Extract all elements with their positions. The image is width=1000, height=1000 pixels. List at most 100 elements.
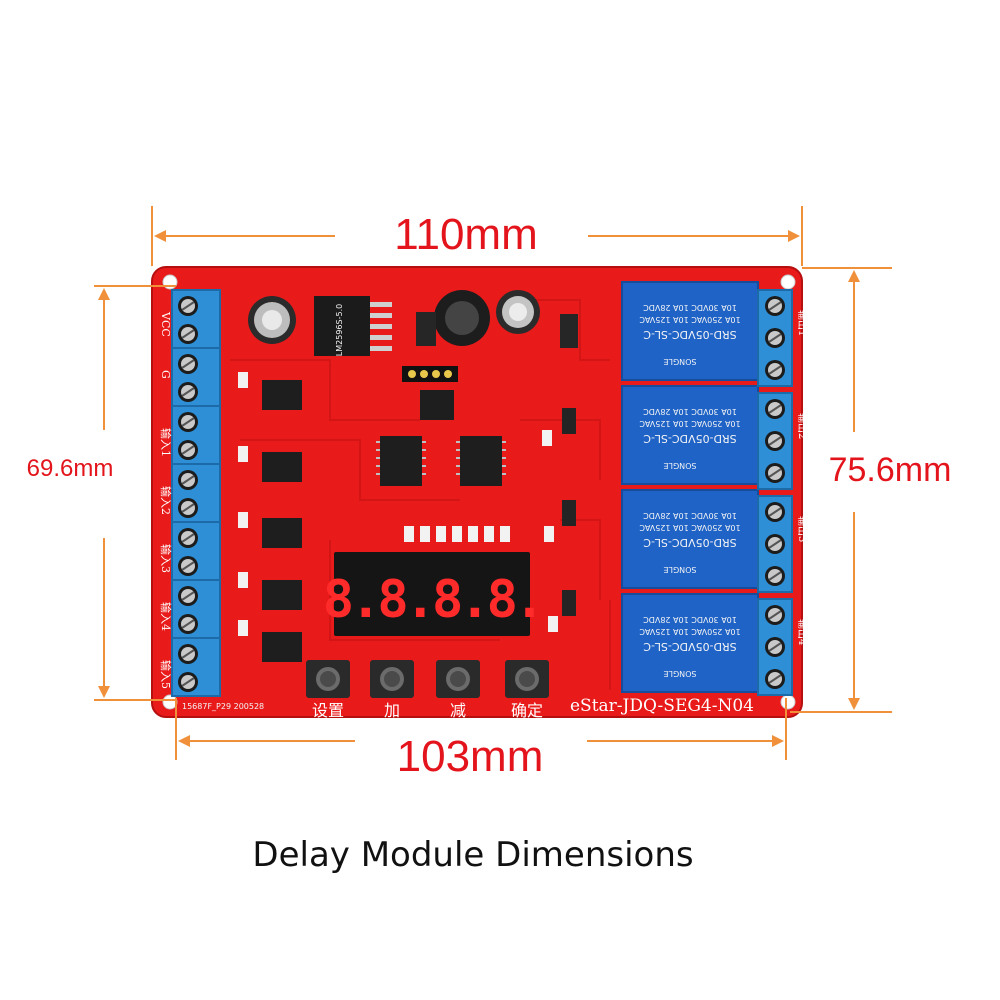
left-terminal-label: 输入4 [159, 602, 173, 631]
terminal-screw-icon [765, 360, 785, 380]
relay-brand: SONGLE [663, 669, 696, 678]
terminal-screw-icon [178, 296, 198, 316]
terminal-screw-icon [178, 498, 198, 518]
smd-components [238, 372, 576, 636]
header-pins [402, 366, 458, 382]
relay-model: SRD-05VDC-SL-C [643, 432, 737, 445]
voltage-regulator: LM2596S-5.0 [314, 296, 392, 356]
dimension-right-height: 75.6mm [829, 451, 952, 489]
terminal-screw-icon [178, 614, 198, 634]
relay-brand: SONGLE [663, 461, 696, 470]
terminal-screw-icon [765, 502, 785, 522]
smd-resistor [468, 526, 478, 542]
optocoupler [262, 380, 302, 410]
optocoupler [262, 518, 302, 548]
smd-resistor [238, 620, 248, 636]
terminal-screw-icon [178, 382, 198, 402]
right-terminal-label: 输出1 [796, 310, 809, 336]
smd-resistor [548, 616, 558, 632]
smd-resistor [238, 572, 248, 588]
relay-model: SRD-05VDC-SL-C [643, 536, 737, 549]
smd-resistor [500, 526, 510, 542]
button-label: 加 [384, 701, 400, 720]
display-digits: 8.8.8.8. [323, 570, 541, 630]
button-label: 确定 [511, 701, 543, 720]
terminal-screw-icon [765, 534, 785, 554]
terminal-screw-icon [178, 556, 198, 576]
integrated-circuits [376, 390, 506, 486]
terminal-screw-icon [178, 470, 198, 490]
relay-icon: SRD-05VDC-SL-C 10A 250VAC 10A 125VAC 10A 3… [621, 385, 759, 485]
relay-rating: 10A 250VAC 10A 125VAC [639, 315, 741, 324]
button-icon[interactable] [370, 660, 414, 698]
smd-resistor [452, 526, 462, 542]
optocoupler [262, 580, 302, 610]
dimension-bottom-width: 103mm [397, 732, 544, 781]
right-terminal-label: 输出4 [796, 619, 809, 645]
terminal-screw-icon [765, 296, 785, 316]
relay-rating: 10A 250VAC 10A 125VAC [639, 419, 741, 428]
transistor [562, 408, 576, 434]
caption-title: Delay Module Dimensions [252, 835, 693, 875]
smd-resistor [436, 526, 446, 542]
terminal-screw-icon [765, 669, 785, 689]
left-terminal-blocks [171, 289, 221, 697]
terminal-screw-icon [765, 463, 785, 483]
relay-model: SRD-05VDC-SL-C [643, 640, 737, 653]
smd-resistor [484, 526, 494, 542]
terminal-screw-icon [765, 399, 785, 419]
button-label: 设置 [312, 701, 344, 720]
diode [416, 312, 436, 346]
terminal-screw-icon [765, 637, 785, 657]
terminal-block [171, 637, 221, 697]
left-terminal-label: 输入3 [159, 544, 173, 573]
terminal-screw-icon [178, 412, 198, 432]
regulator-label: LM2596S-5.0 [335, 304, 344, 356]
smd-resistor [238, 512, 248, 528]
terminal-screw-icon [178, 672, 198, 692]
transistor [562, 500, 576, 526]
relay-rating: 10A 250VAC 10A 125VAC [639, 523, 741, 532]
dimension-lines [94, 206, 892, 760]
terminal-screw-icon [765, 328, 785, 348]
smd-resistor [420, 526, 430, 542]
left-terminal-label: 输入2 [159, 486, 173, 515]
relay-column: SRD-05VDC-SL-C 10A 250VAC 10A 125VAC 10A 3… [621, 281, 759, 693]
smd-resistor [238, 446, 248, 462]
relay-brand: SONGLE [663, 357, 696, 366]
optocoupler [262, 452, 302, 482]
relay-rating: 10A 30VDC 10A 28VDC [643, 407, 737, 416]
relay-rating: 10A 30VDC 10A 28VDC [643, 511, 737, 520]
seven-segment-display: 8.8.8.8. [323, 552, 545, 636]
capacitor-icon [496, 290, 540, 334]
relay-model: SRD-05VDC-SL-C [643, 328, 737, 341]
button-icon[interactable] [505, 660, 549, 698]
button-icon[interactable] [436, 660, 480, 698]
inductor [434, 290, 490, 346]
capacitor-icon [248, 296, 296, 344]
optocoupler [262, 632, 302, 662]
smd-resistor [238, 372, 248, 388]
terminal-screw-icon [178, 644, 198, 664]
terminal-screw-icon [178, 440, 198, 460]
diode [560, 314, 578, 348]
transistor [562, 590, 576, 616]
terminal-screw-icon [178, 586, 198, 606]
smd-resistor [544, 526, 554, 542]
board-serial-text: 15687F_P29 200528 [182, 702, 264, 711]
optocouplers [262, 380, 302, 662]
board-model-text: eStar-JDQ-SEG4-N04 [570, 696, 754, 716]
dimension-left-height: 69.6mm [27, 455, 114, 482]
relay-icon: SRD-05VDC-SL-C 10A 250VAC 10A 125VAC 10A 3… [621, 489, 759, 589]
smd-resistor [404, 526, 414, 542]
terminal-screw-icon [178, 354, 198, 374]
left-terminal-label: 输入1 [159, 428, 173, 457]
button-icon[interactable] [306, 660, 350, 698]
left-terminal-label: VCC [159, 311, 172, 337]
right-terminal-label: 输出3 [796, 516, 809, 542]
left-terminal-label: 输入5 [159, 660, 173, 689]
left-terminal-label: G [159, 370, 172, 379]
